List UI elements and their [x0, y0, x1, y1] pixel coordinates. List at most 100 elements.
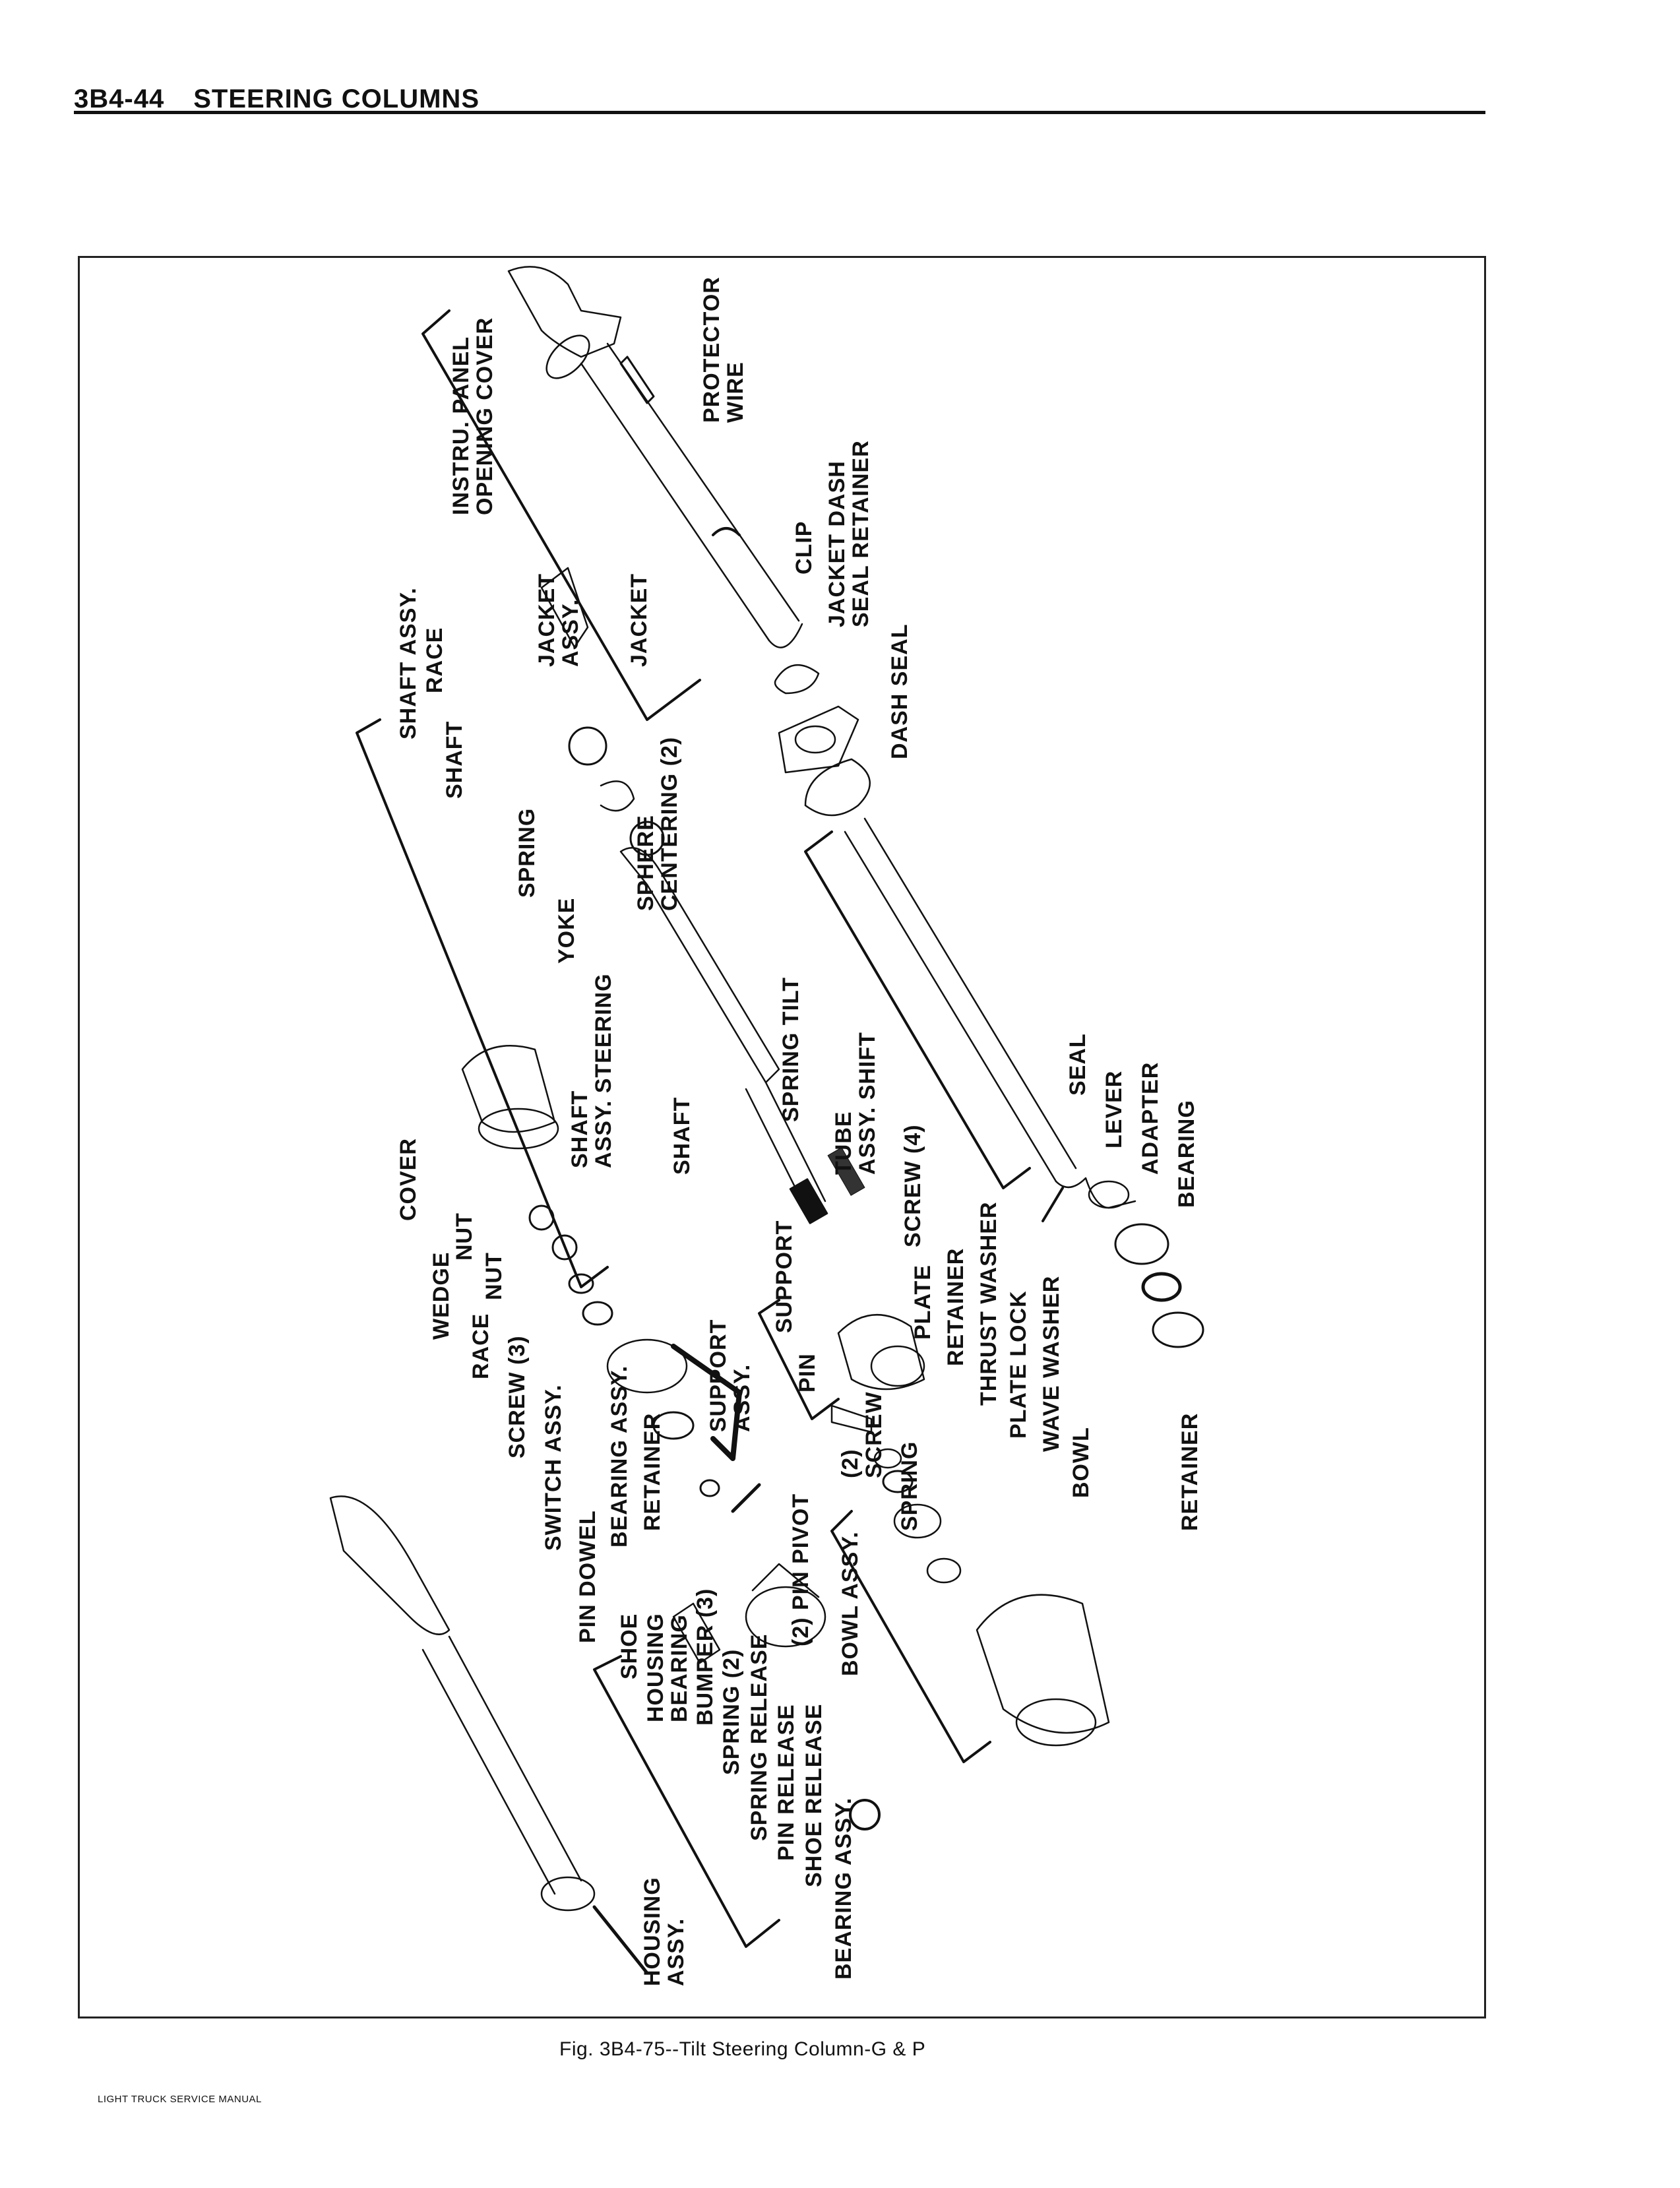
bearing-part	[1141, 1272, 1182, 1302]
label-shaft-assy: SHAFT ASSY.	[396, 587, 421, 739]
page-header: 3B4-44 STEERING COLUMNS	[74, 84, 480, 114]
dash-seal-part	[804, 758, 871, 817]
switch-assy-part	[606, 1338, 742, 1461]
label-wave-washer: WAVE WASHER	[1039, 1275, 1064, 1452]
jacket-dash-seal-retainer-part	[778, 705, 859, 774]
label-dash-seal: DASH SEAL	[887, 623, 912, 759]
label-spring-2: SPRING (2)	[719, 1648, 744, 1775]
wedge-part	[568, 1273, 594, 1294]
plate-part	[830, 1404, 873, 1433]
shift-tube-part	[844, 817, 1136, 1222]
footer-manual-title: LIGHT TRUCK SERVICE MANUAL	[98, 2094, 262, 2105]
housing-part	[745, 1563, 826, 1648]
bearing-assy-lower-part	[849, 1799, 881, 1830]
section-title: STEERING COLUMNS	[193, 84, 480, 113]
label-spring-tilt: SPRING TILT	[778, 976, 803, 1122]
shoe-part	[672, 1602, 721, 1664]
label-shoe-release: SHOE RELEASE	[801, 1703, 826, 1887]
label-pin-pivot: (2) PIN PIVOT	[788, 1493, 813, 1646]
steering-column-drawing	[329, 266, 1204, 1975]
label-screw-4: SCREW (4)	[900, 1124, 925, 1247]
adapter-part	[1114, 1223, 1169, 1265]
label-retainer-right: RETAINER	[1177, 1412, 1202, 1531]
housing-assy-bracket	[593, 1655, 780, 1948]
label-lever: LEVER	[1102, 1070, 1127, 1148]
label-bearing-assy-upper: BEARING ASSY.	[607, 1365, 632, 1547]
label-shaft-top: SHAFT	[442, 720, 467, 799]
label-bearing-assy-lower: BEARING ASSY.	[831, 1797, 856, 1980]
support-assy-bracket	[758, 1299, 840, 1420]
label-plate-lock: PLATE LOCK	[1006, 1290, 1031, 1439]
label-thrust-washer: THRUST WASHER	[976, 1201, 1001, 1406]
bowl-part	[976, 1594, 1110, 1747]
label-race-top: RACE	[422, 627, 447, 693]
label-spring-release: SPRING RELEASE	[747, 1633, 772, 1841]
label-clip: CLIP	[792, 520, 817, 575]
spring-tilt-part	[827, 1147, 865, 1196]
retainer-left-part	[699, 1479, 720, 1497]
label-shaft-mid: SHAFT	[669, 1096, 695, 1175]
label-nut-2: NUT	[482, 1252, 507, 1300]
label-nut-1: NUT	[452, 1212, 477, 1261]
nut-part	[551, 1234, 578, 1261]
label-switch-assy: SWITCH ASSY.	[541, 1384, 566, 1551]
page-number: 3B4-44	[74, 84, 165, 113]
sphere-centering-part	[568, 726, 607, 766]
housing-assy-part	[329, 1495, 649, 1975]
label-retainer-mid: RETAINER	[943, 1247, 968, 1366]
label-wedge: WEDGE	[429, 1251, 454, 1340]
thrust-washer-part	[882, 1470, 914, 1493]
label-plate: PLATE	[910, 1265, 935, 1340]
nut-part	[528, 1204, 555, 1231]
retainer-right-part	[1152, 1311, 1204, 1348]
clip-part	[774, 664, 820, 695]
label-shoe: SHOE	[617, 1613, 642, 1679]
label-adapter: ADAPTER	[1138, 1061, 1163, 1175]
retainer-mid-part	[873, 1448, 902, 1469]
label-pin: PIN	[795, 1353, 820, 1392]
bearing-assy-upper-part	[652, 1411, 695, 1440]
label-screw-2: (2)SCREW	[838, 1391, 887, 1478]
label-spring-bowl: SPRING	[897, 1441, 922, 1531]
cover-part	[461, 1045, 559, 1150]
label-jacket: JACKET	[627, 573, 652, 667]
plate-lock-part	[893, 1503, 942, 1539]
label-cover: COVER	[396, 1138, 421, 1221]
label-pin-release: PIN RELEASE	[774, 1704, 799, 1861]
sphere-centering-part	[629, 821, 665, 856]
support-part	[837, 1314, 925, 1391]
race-part	[582, 1301, 613, 1326]
label-bumper-3: BUMPER (3)	[693, 1588, 718, 1726]
tube-assy-bracket	[804, 830, 1031, 1189]
label-seal: SEAL	[1065, 1033, 1090, 1096]
bowl-assy-bracket	[830, 1510, 991, 1763]
label-retainer-left: RETAINER	[640, 1412, 665, 1531]
pin-dowel-part	[731, 1483, 761, 1513]
protector-wire-part	[619, 356, 655, 404]
label-race: RACE	[468, 1313, 493, 1379]
instru-panel-bracket	[421, 309, 701, 721]
label-bowl-assy: BOWL ASSY.	[838, 1531, 863, 1676]
spring-part	[600, 780, 635, 812]
label-spring-top: SPRING	[514, 807, 540, 898]
label-pin-dowel: PIN DOWEL	[575, 1510, 600, 1643]
label-bearing: BEARING	[1174, 1100, 1199, 1208]
label-support: SUPPORT	[772, 1220, 797, 1333]
label-screw-3: SCREW (3)	[505, 1335, 530, 1458]
label-bowl: BOWL	[1069, 1427, 1094, 1498]
wave-washer-part	[926, 1557, 962, 1584]
label-yoke: YOKE	[554, 897, 579, 964]
figure-caption: Fig. 3B4-75--Tilt Steering Column-G & P	[559, 2038, 926, 2060]
header-rule	[74, 111, 1485, 114]
